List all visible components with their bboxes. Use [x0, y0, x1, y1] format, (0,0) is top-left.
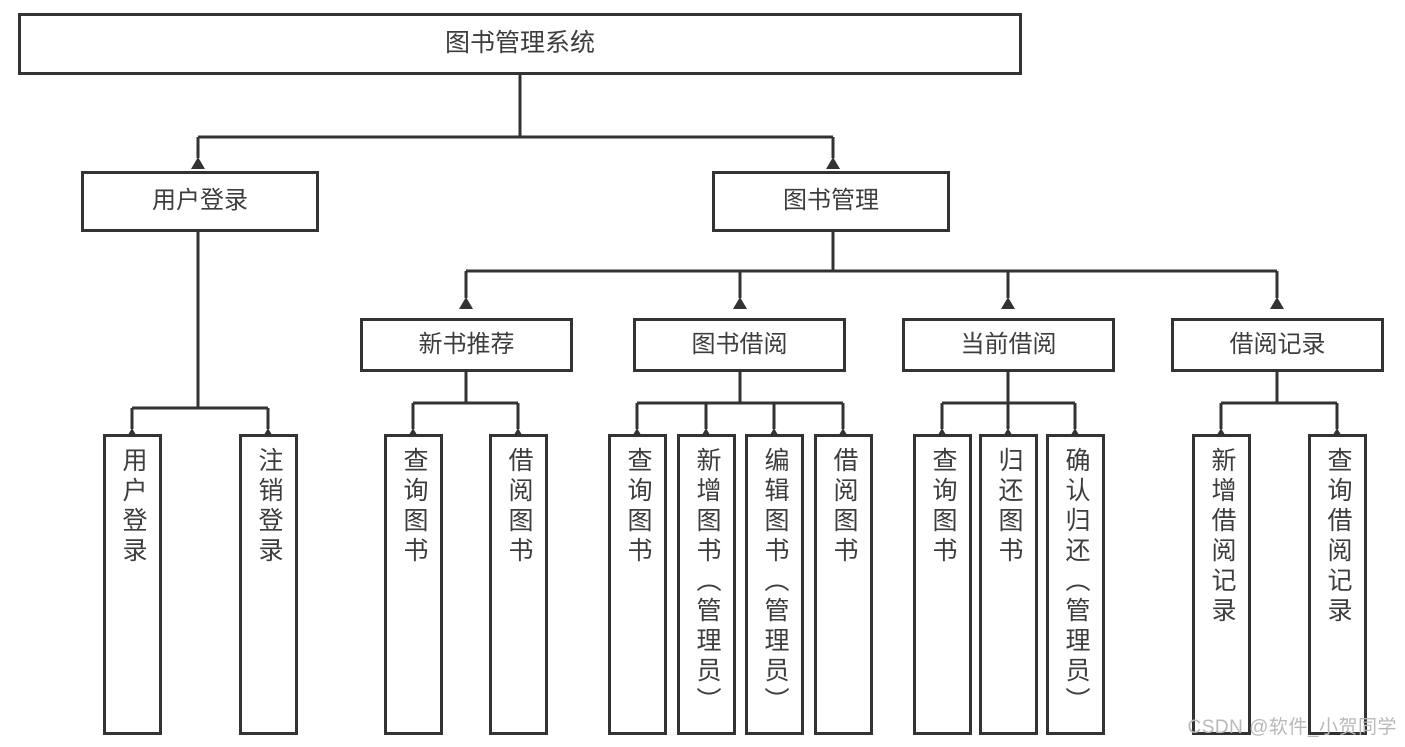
node-leaf-borrow-book-2-label: 借阅图书 — [830, 447, 858, 567]
node-leaf-confirm-return-admin[interactable]: 确认归还（管理员） — [1046, 434, 1105, 735]
node-leaf-query-book-2[interactable]: 查询图书 — [608, 434, 667, 735]
node-leaf-edit-book-admin-label: 编辑图书（管理员） — [761, 447, 789, 717]
node-book-borrow-label: 图书借阅 — [691, 330, 788, 358]
node-leaf-query-book-1[interactable]: 查询图书 — [384, 434, 443, 735]
node-leaf-query-book-1-label: 查询图书 — [400, 447, 428, 567]
node-leaf-add-book-admin-label: 新增图书（管理员） — [693, 447, 721, 717]
node-leaf-query-borrow-record-label: 查询借阅记录 — [1324, 447, 1352, 627]
node-current-borrow-label: 当前借阅 — [960, 330, 1057, 358]
node-leaf-add-borrow-record[interactable]: 新增借阅记录 — [1192, 434, 1251, 735]
node-user-login[interactable]: 用户登录 — [81, 171, 319, 232]
node-book-management[interactable]: 图书管理 — [712, 171, 950, 232]
node-leaf-query-book-3-label: 查询图书 — [929, 447, 957, 567]
node-leaf-add-book-admin[interactable]: 新增图书（管理员） — [677, 434, 736, 735]
node-leaf-return-book-label: 归还图书 — [995, 447, 1023, 567]
node-borrow-record-label: 借阅记录 — [1229, 330, 1326, 358]
node-root-label: 图书管理系统 — [444, 29, 595, 58]
node-book-borrow[interactable]: 图书借阅 — [633, 318, 846, 372]
node-borrow-record[interactable]: 借阅记录 — [1171, 318, 1384, 372]
node-leaf-return-book[interactable]: 归还图书 — [979, 434, 1038, 735]
node-leaf-borrow-book-1-label: 借阅图书 — [505, 447, 533, 567]
node-current-borrow[interactable]: 当前借阅 — [902, 318, 1115, 372]
node-new-book-recommend[interactable]: 新书推荐 — [360, 318, 573, 372]
node-leaf-query-book-2-label: 查询图书 — [624, 447, 652, 567]
node-book-management-label: 图书管理 — [783, 187, 879, 215]
watermark-text: CSDN @软件_小贺同学 — [1187, 717, 1397, 738]
node-leaf-query-book-3[interactable]: 查询图书 — [913, 434, 972, 735]
node-leaf-query-borrow-record[interactable]: 查询借阅记录 — [1308, 434, 1367, 735]
node-leaf-confirm-return-admin-label: 确认归还（管理员） — [1062, 447, 1090, 717]
node-leaf-user-login[interactable]: 用户登录 — [103, 434, 162, 735]
node-user-login-label: 用户登录 — [152, 187, 248, 215]
node-leaf-borrow-book-1[interactable]: 借阅图书 — [489, 434, 548, 735]
node-leaf-logout-login-label: 注销登录 — [255, 447, 283, 567]
node-leaf-user-login-label: 用户登录 — [119, 447, 147, 567]
node-leaf-logout-login[interactable]: 注销登录 — [239, 434, 298, 735]
node-leaf-edit-book-admin[interactable]: 编辑图书（管理员） — [745, 434, 804, 735]
node-root[interactable]: 图书管理系统 — [18, 13, 1022, 75]
node-leaf-borrow-book-2[interactable]: 借阅图书 — [814, 434, 873, 735]
node-new-book-recommend-label: 新书推荐 — [418, 330, 515, 358]
node-leaf-add-borrow-record-label: 新增借阅记录 — [1208, 447, 1236, 627]
